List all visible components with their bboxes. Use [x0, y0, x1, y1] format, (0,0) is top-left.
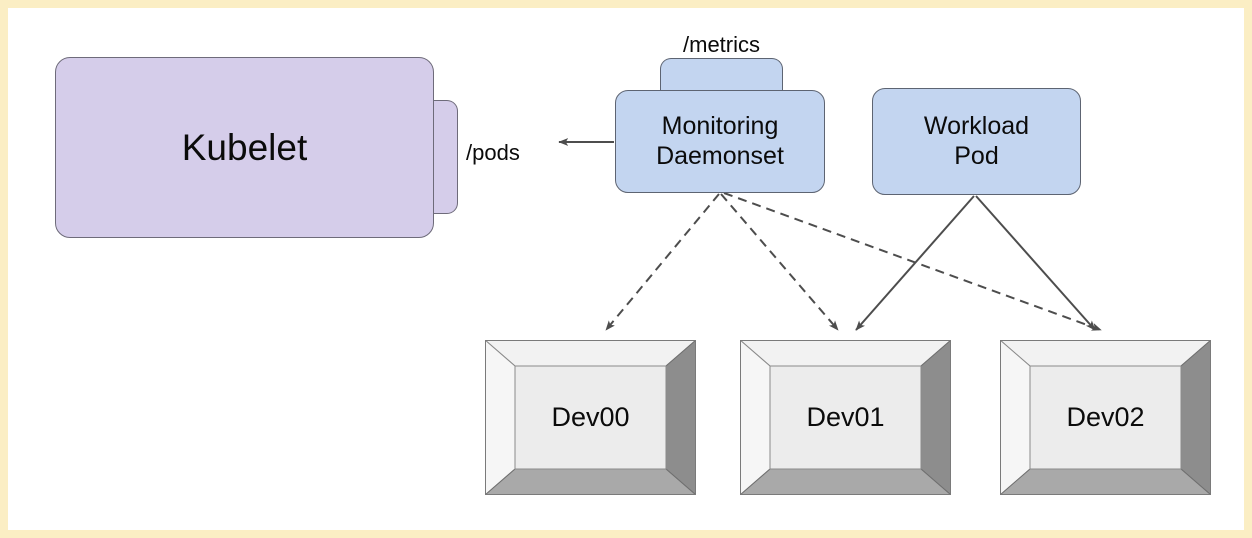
node-kubelet[interactable]: Kubelet: [55, 57, 458, 238]
kubelet-body: [55, 57, 434, 238]
workload-pod-body: [872, 88, 1081, 195]
edge-daemonset-to-dev00: [605, 193, 720, 331]
node-device-dev02[interactable]: Dev02: [1000, 340, 1211, 495]
metrics-endpoint-label: /metrics: [683, 32, 760, 57]
daemonset-metrics-endpoint-tab: [660, 58, 783, 94]
edge-workload-to-dev01: [855, 195, 975, 331]
device-bevel-edges: [1000, 340, 1211, 495]
kubelet-pods-endpoint-tab: [432, 100, 458, 214]
device-bevel-edges: [740, 340, 951, 495]
device-bevel-edges: [485, 340, 696, 495]
pods-endpoint-label: /pods: [466, 140, 520, 165]
node-device-dev01[interactable]: Dev01: [740, 340, 951, 495]
node-device-dev00[interactable]: Dev00: [485, 340, 696, 495]
daemonset-body: [615, 90, 825, 193]
diagram-surface: Kubelet /pods /metrics Monitoring Daemon…: [8, 8, 1244, 530]
edge-daemonset-to-dev01: [720, 193, 839, 331]
edge-workload-to-dev02: [975, 195, 1096, 331]
edge-daemonset-to-dev02: [723, 192, 1102, 331]
